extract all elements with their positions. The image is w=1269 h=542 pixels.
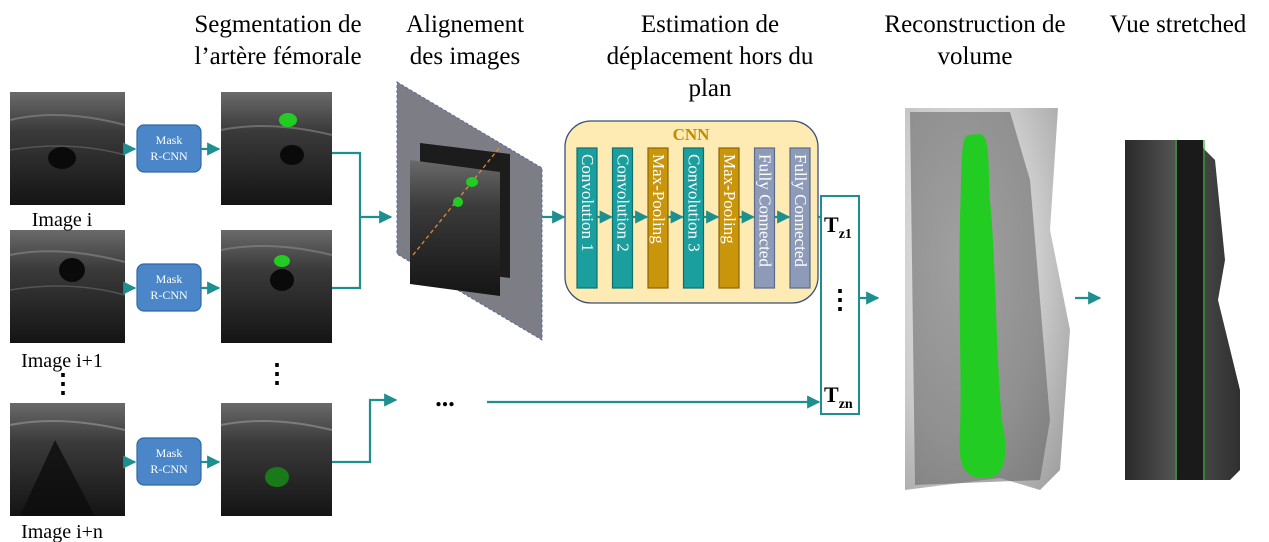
header-estimation: Estimation de déplacement hors du plan: [607, 11, 814, 102]
mask-rcnn-label-1a: Mask: [156, 133, 183, 147]
header-alignment: Alignement des images: [406, 11, 524, 70]
header-alignment-line1: Alignement: [406, 11, 524, 38]
header-stretched: Vue stretched: [1110, 11, 1247, 38]
segmentation-mask-1: [279, 113, 297, 127]
mask-rcnn-label-3b: R-CNN: [150, 462, 188, 476]
cnn-layer-label-5: Max-Pooling: [720, 154, 739, 244]
reconstructed-volume: [905, 108, 1070, 490]
aligned-mask-1: [466, 177, 478, 187]
segmentation-mask-2: [274, 255, 290, 267]
output-bracket: Tz1 ⋮ Tzn: [820, 195, 860, 415]
mask-rcnn-label-3a: Mask: [156, 446, 183, 460]
vertical-ellipsis-segmented: ⋮: [264, 359, 290, 388]
header-reconstruction-line1: Reconstruction de: [884, 11, 1065, 38]
cnn-layer-label-3: Max-Pooling: [649, 154, 668, 244]
segmented-image-2: [220, 230, 333, 343]
cnn-layer-label-7: Fully Connected: [791, 154, 810, 267]
header-reconstruction-line2: volume: [938, 43, 1013, 70]
bracket-line-2: [332, 217, 362, 290]
header-segmentation-line1: Segmentation de: [194, 11, 361, 38]
input-image-i1: [9, 230, 126, 343]
input-image-i: [9, 92, 126, 205]
header-estimation-line3: plan: [688, 75, 732, 102]
image-label-i1: Image i+1: [21, 350, 103, 372]
artery-volume: [959, 134, 1006, 478]
header-estimation-line2: déplacement hors du: [607, 43, 814, 70]
input-image-in: [9, 403, 126, 516]
segmented-image-1: [220, 92, 333, 205]
cnn-layer-label-4: Convolution 3: [685, 154, 704, 252]
mask-rcnn-box-3: Mask R-CNN: [136, 437, 202, 486]
output-tzn: Tzn: [824, 382, 853, 412]
mask-rcnn-box-2: Mask R-CNN: [136, 263, 202, 312]
mask-rcnn-box-1: Mask R-CNN: [136, 124, 202, 173]
stretched-view: [1125, 140, 1240, 480]
header-reconstruction: Reconstruction de volume: [884, 11, 1065, 70]
output-tz1: Tz1: [824, 212, 852, 242]
bracket-line-1: [332, 151, 362, 217]
cnn-layers: Convolution 1 Convolution 2 Max-Pooling Con…: [576, 147, 811, 289]
header-segmentation: Segmentation de l’artère fémorale: [194, 11, 361, 70]
segmentation-mask-3: [265, 467, 289, 487]
vertical-ellipsis-inputs: ⋮: [50, 369, 76, 398]
cnn-panel: CNN Convolution 1 Convolution 2 Max-Poolin…: [564, 120, 819, 304]
image-label-in: Image i+n: [21, 521, 103, 542]
mask-rcnn-label-2a: Mask: [156, 272, 183, 286]
header-segmentation-line2: l’artère fémorale: [194, 43, 361, 70]
header-estimation-line1: Estimation de: [641, 11, 779, 38]
image-label-i: Image i: [32, 209, 93, 231]
segmented-image-3: [220, 403, 333, 516]
alignment-stack: [396, 81, 543, 341]
cnn-layer-fc-7: [789, 147, 811, 289]
cnn-label: CNN: [673, 125, 711, 144]
cnn-layer-label-1: Convolution 1: [578, 154, 597, 252]
cnn-layer-label-6: Fully Connected: [756, 154, 775, 267]
vertical-ellipsis-outputs: ⋮: [827, 285, 853, 314]
arrow-last-to-ellipsis: [332, 393, 398, 464]
horizontal-ellipsis: ...: [435, 383, 455, 412]
aligned-mask-2: [453, 197, 463, 207]
mask-rcnn-label-1b: R-CNN: [150, 149, 188, 163]
header-alignment-line2: des images: [410, 43, 520, 70]
cnn-layer-label-2: Convolution 2: [614, 154, 633, 252]
mask-rcnn-label-2b: R-CNN: [150, 288, 188, 302]
